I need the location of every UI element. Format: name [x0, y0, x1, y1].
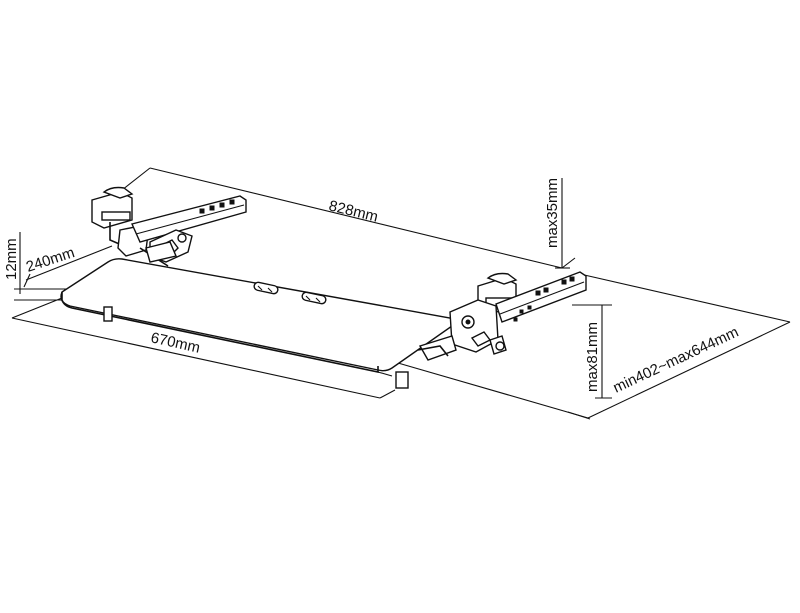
- right-tilt-mechanism: [417, 299, 532, 361]
- left-slide-rail: [131, 195, 247, 243]
- left-bracket: [139, 229, 193, 267]
- label-extension: min402~max644mm: [611, 324, 742, 397]
- label-12mm: 12mm: [3, 238, 20, 280]
- dimension-12mm: 12mm: [3, 232, 68, 301]
- dimension-max81mm: max81mm: [572, 304, 612, 399]
- label-max81mm: max81mm: [584, 322, 601, 392]
- right-slide-rail: [495, 271, 587, 323]
- keyboard-tray: [60, 258, 455, 389]
- label-max35mm: max35mm: [544, 178, 561, 248]
- tray-slot-right: [301, 291, 327, 305]
- tray-slot-left: [253, 281, 279, 295]
- dimension-max35mm: max35mm: [544, 178, 570, 269]
- label-828mm: 828mm: [327, 197, 380, 225]
- label-240mm: 240mm: [24, 244, 77, 276]
